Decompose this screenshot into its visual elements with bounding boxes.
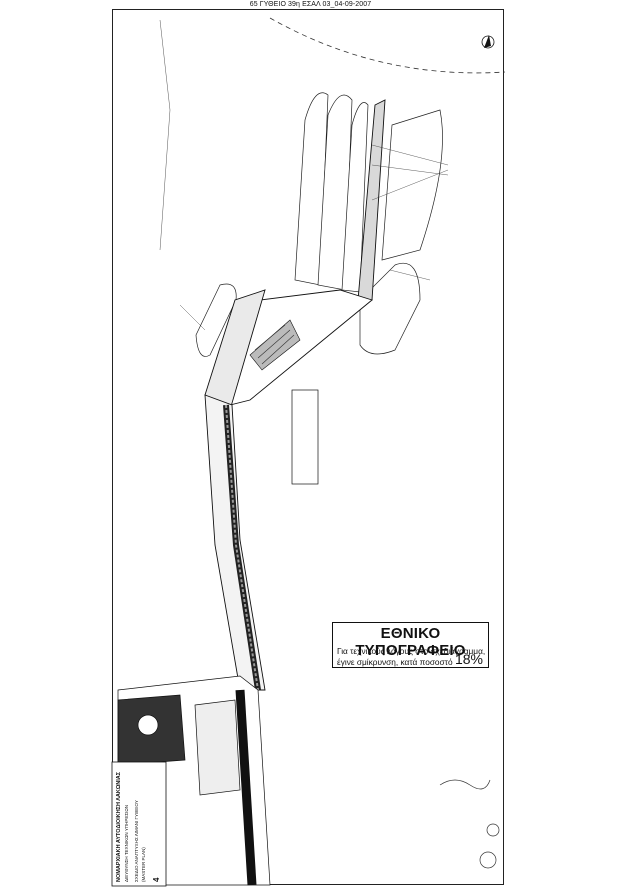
legend-box xyxy=(291,389,319,485)
stamp-line-2: έγινε σμίκρυνση, κατά ποσοστό xyxy=(337,657,453,667)
boundary-line xyxy=(159,19,171,251)
title-block-service: ΔΙΕΥΘΥΝΣΗ ΤΕΧΝΙΚΩΝ ΥΠΗΡΕΣΙΩΝ xyxy=(124,805,129,882)
stamp-title: ΕΘΝΙΚΟ ΤΥΠΟΓΡΑΦΕΙΟ xyxy=(355,625,466,659)
stamp-percent: 18% xyxy=(454,651,483,667)
ship-right xyxy=(359,109,443,355)
drawing-frame xyxy=(112,9,504,885)
title-block-authority: ΝΟΜΑΡΧΙΑΚΗ ΑΥΤΟΔΙΟΙΚΗΣΗ ΛΑΚΩΝΙΑΣ xyxy=(116,771,122,882)
document-header: 65 ΓΥΘΕΙΟ 39η ΕΣΑΛ 03_04-09-2007 xyxy=(249,1,372,8)
leader-lines xyxy=(179,144,449,331)
title-block-frame xyxy=(111,761,167,887)
north-arrow-icon xyxy=(481,35,495,49)
terminal-building xyxy=(249,319,301,371)
sheet-number: 4 xyxy=(152,877,161,882)
national-printing-office-stamp: ΕΘΝΙΚΟ ΤΥΠΟΓΡΑΦΕΙΟ Για τεχνικούς λόγους … xyxy=(332,622,489,668)
coastline-dashed xyxy=(269,17,506,74)
signature-stamps xyxy=(439,779,500,869)
stamp-line-1: Για τεχνικούς λόγους στο σχεδιάγραμμα, xyxy=(337,646,486,656)
ship-left xyxy=(294,92,369,293)
title-block-plan-sub: (MASTER PLAN) xyxy=(141,847,146,882)
title-block-plan: ΣΧΕΔΙΟ ΑΝΑΠΤΥΞΗΣ ΛΙΜΑΝΙ ΓΥΘΕΙΟΥ xyxy=(134,800,139,882)
title-block: ΝΟΜΑΡΧΙΑΚΗ ΑΥΤΟΔΙΟΙΚΗΣΗ ΛΑΚΩΝΙΑΣ ΔΙΕΥΘΥΝ… xyxy=(112,771,165,886)
breakwater xyxy=(204,99,386,691)
